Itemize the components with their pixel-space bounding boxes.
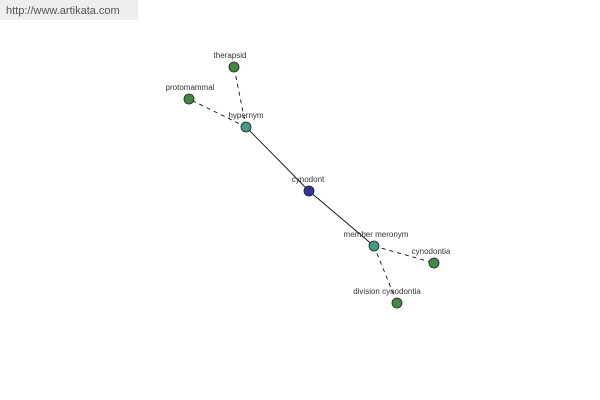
edge-cynodont-hypernym — [245, 126, 310, 192]
label-layer: therapsid protomammal hypernym cynodont memb… — [166, 51, 451, 296]
edge-layer — [188, 66, 435, 304]
label-protomammal[interactable]: protomammal — [166, 83, 215, 92]
label-division-cynodontia[interactable]: division cynodontia — [353, 287, 421, 296]
label-therapsid[interactable]: therapsid — [214, 51, 247, 60]
node-therapsid[interactable] — [228, 61, 240, 73]
label-cynodontia[interactable]: cynodontia — [412, 247, 451, 256]
edge-member-meronym-division-cynodontia — [373, 245, 398, 304]
node-layer — [183, 61, 440, 309]
edge-hypernym-protomammal — [188, 98, 247, 128]
label-hypernym[interactable]: hypernym — [228, 111, 263, 120]
node-member-meronym[interactable] — [368, 240, 380, 252]
label-member-meronym[interactable]: member meronym — [344, 230, 409, 239]
edge-hypernym-therapsid — [233, 66, 247, 128]
node-division-cynodontia[interactable] — [391, 297, 403, 309]
node-hypernym[interactable] — [240, 121, 252, 133]
edge-cynodont-member-meronym — [308, 190, 375, 247]
site-link[interactable]: http://www.artikata.com — [0, 0, 138, 20]
label-cynodont[interactable]: cynodont — [292, 175, 325, 184]
node-cynodont[interactable] — [303, 185, 315, 197]
edge-member-meronym-cynodontia — [373, 245, 435, 264]
node-cynodontia[interactable] — [428, 257, 440, 269]
node-protomammal[interactable] — [183, 93, 195, 105]
